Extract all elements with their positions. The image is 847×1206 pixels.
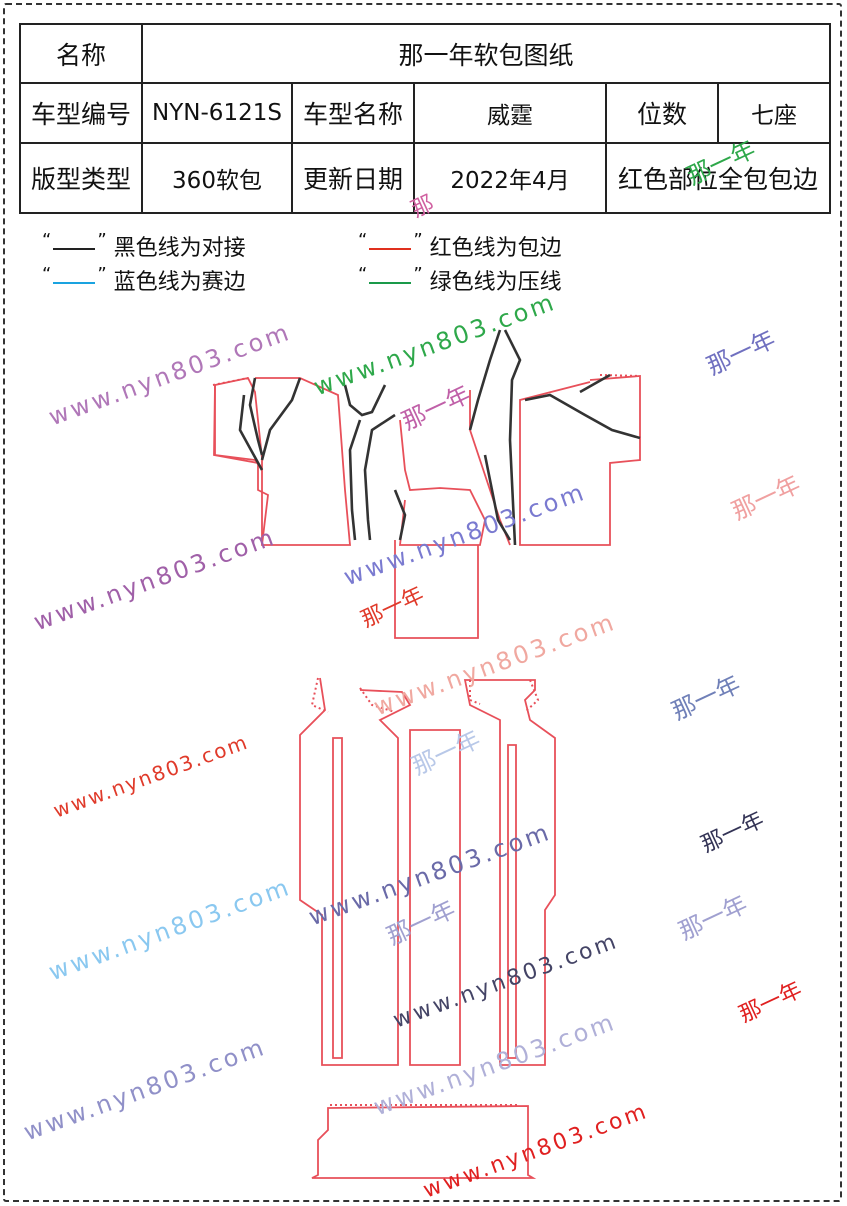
legend-text: 绿色线为压线 [429,270,562,295]
join-line-6 [363,413,396,541]
quote-open: “ [42,264,52,285]
legend-item-black: “ ” 黑色线为对接 [42,230,246,262]
pattern-type-label: 版型类型 [19,142,143,214]
seat-back-right-piece [519,375,641,546]
legend-text: 黑色线为对接 [113,236,246,261]
join-line-1 [248,377,264,456]
dotted-edge-strip-left-2 [359,687,396,713]
red-dotted-lines [212,374,641,1106]
join-line-10 [579,373,611,394]
model-name-value: 威霆 [413,82,607,144]
join-line-8 [503,329,522,546]
seat-center-upper-piece [398,419,486,546]
update-value: 2022年4月 [413,142,607,214]
long-strip-center [409,729,461,1066]
note-value: 红色部位全包包边 [604,142,832,214]
black-line-swatch [53,248,96,250]
legend-text: 红色线为包边 [429,236,562,261]
quote-close: ” [413,264,423,285]
seat-back-left-piece [214,376,351,546]
join-line-9 [524,393,641,440]
join-line-7 [468,329,502,431]
dotted-edge-strip-right-2 [524,679,540,713]
long-strip-right [463,679,556,1066]
long-strip-right-inner [507,744,517,1059]
legend-item-red: “ ” 红色线为包边 [358,230,562,262]
model-code-value: NYN-6121S [141,82,293,144]
join-line-5 [348,419,362,541]
red-edge-lines [213,375,641,1179]
quote-close: ” [413,230,423,251]
quote-close: ” [97,264,107,285]
quote-open: “ [358,264,368,285]
join-line-4 [343,384,387,417]
title-value: 那一年软包图纸 [140,23,832,84]
blue-line-swatch [53,282,96,284]
model-name-label: 车型名称 [291,82,415,144]
seats-label: 位数 [605,82,719,144]
green-line-swatch [369,282,412,284]
join-line-11 [483,454,512,541]
join-line-12 [393,489,407,541]
dotted-edge-strip-right [469,680,481,705]
quote-close: ” [97,230,107,251]
info-table: 名称 那一年软包图纸 车型编号 NYN-6121S 车型名称 威霆 位数 七座 … [19,23,832,214]
pattern-type-value: 360软包 [141,142,293,214]
legend-text: 蓝色线为赛边 [113,270,246,295]
join-line-2 [238,394,264,471]
join-line-3 [260,377,302,461]
legend-item-green: “ ” 绿色线为压线 [358,264,562,296]
title-label: 名称 [19,23,143,84]
quote-open: “ [358,230,368,251]
model-code-label: 车型编号 [19,82,143,144]
page-border [3,3,842,1202]
dotted-edge-top-right [599,374,641,377]
seat-back-right-inner [469,390,511,546]
black-join-lines [238,329,641,546]
update-label: 更新日期 [291,142,415,214]
red-line-swatch [369,248,412,250]
dotted-edge-top-left [212,377,249,386]
seat-center-lower-piece [394,540,479,639]
long-strip-left [299,677,412,1066]
long-strip-left-inner [332,737,343,1059]
seat-back-left-outline [213,384,269,546]
bottom-strip-piece [311,1105,537,1179]
quote-open: “ [42,230,52,251]
legend-item-blue: “ ” 蓝色线为赛边 [42,264,246,296]
seats-value: 七座 [716,82,832,144]
